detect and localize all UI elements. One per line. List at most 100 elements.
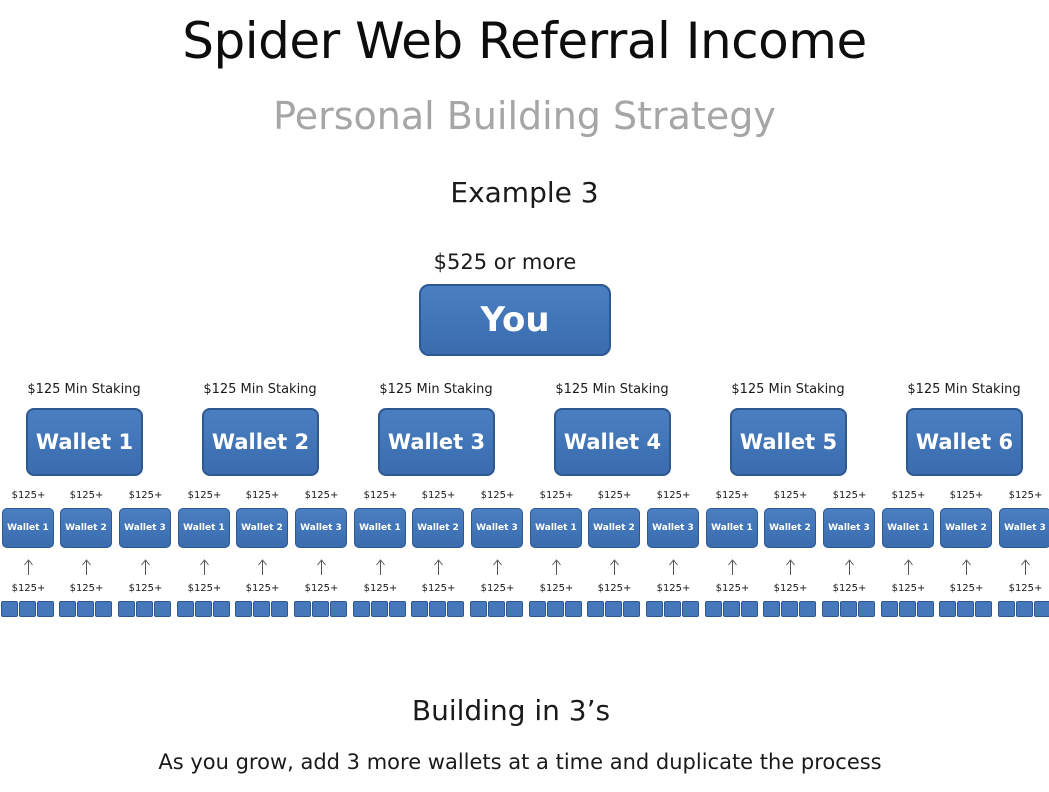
- mini-wallet-row: [705, 601, 759, 617]
- mini-wallet-row: [998, 601, 1049, 617]
- mini-wallet-row: [118, 601, 172, 617]
- up-arrow-icon: [293, 557, 350, 577]
- mini-wallet-box: [59, 601, 76, 617]
- bottom-price: $125+: [715, 583, 750, 594]
- mini-wallet-row: [470, 601, 524, 617]
- sub-wallet-price: $125+: [245, 490, 280, 501]
- sub-wallet-price: $125+: [715, 490, 750, 501]
- bottom-price: $125+: [597, 583, 632, 594]
- sub-wallet-price: $125+: [656, 490, 691, 501]
- min-staking-label: $125 Min Staking: [731, 382, 845, 397]
- mini-wallet-row: [1, 601, 55, 617]
- mini-wallet-box: [939, 601, 956, 617]
- mini-wallet-box: [705, 601, 722, 617]
- sub-wallet-price: $125+: [128, 490, 163, 501]
- mini-wallet-row: [939, 601, 993, 617]
- mini-wallet-box: [822, 601, 839, 617]
- mini-wallet-box: [799, 601, 816, 617]
- mini-wallet-box: [547, 601, 564, 617]
- sub-wallet-box: Wallet 2: [764, 508, 816, 548]
- up-arrow-icon: [58, 557, 115, 577]
- you-amount-label: $525 or more: [433, 250, 577, 274]
- mini-wallet-box: [605, 601, 622, 617]
- up-arrow-icon: [821, 557, 878, 577]
- bottom-price: $125+: [187, 583, 222, 594]
- bottom-price: $125+: [69, 583, 104, 594]
- mini-wallet-box: [723, 601, 740, 617]
- up-arrow-icon: [704, 557, 761, 577]
- mini-wallet-box: [763, 601, 780, 617]
- mini-wallet-box: [371, 601, 388, 617]
- mini-wallet-box: [447, 601, 464, 617]
- up-arrow-icon: [938, 557, 995, 577]
- mini-wallet-box: [177, 601, 194, 617]
- sub-wallet-price: $125+: [832, 490, 867, 501]
- bottom-price: $125+: [1008, 583, 1043, 594]
- bottom-price: $125+: [891, 583, 926, 594]
- sub-wallet-box: Wallet 1: [178, 508, 230, 548]
- min-staking-label: $125 Min Staking: [203, 382, 317, 397]
- mini-wallet-box: [506, 601, 523, 617]
- footer-text: As you grow, add 3 more wallets at a tim…: [158, 750, 882, 774]
- sub-wallet-box: Wallet 3: [999, 508, 1049, 548]
- mini-wallet-row: [529, 601, 583, 617]
- you-box: You: [419, 284, 611, 356]
- mini-wallet-box: [294, 601, 311, 617]
- bottom-price: $125+: [949, 583, 984, 594]
- wallet-box: Wallet 6: [906, 408, 1023, 476]
- mini-wallet-row: [587, 601, 641, 617]
- mini-wallet-box: [19, 601, 36, 617]
- page-title: Spider Web Referral Income: [182, 12, 867, 70]
- mini-wallet-box: [998, 601, 1015, 617]
- mini-wallet-box: [975, 601, 992, 617]
- mini-wallet-box: [330, 601, 347, 617]
- up-arrow-icon: [997, 557, 1049, 577]
- mini-wallet-box: [136, 601, 153, 617]
- mini-wallet-box: [858, 601, 875, 617]
- sub-wallet-box: Wallet 2: [588, 508, 640, 548]
- mini-wallet-box: [389, 601, 406, 617]
- mini-wallet-box: [529, 601, 546, 617]
- mini-wallet-box: [1034, 601, 1049, 617]
- mini-wallet-row: [822, 601, 876, 617]
- sub-wallet-box: Wallet 3: [295, 508, 347, 548]
- mini-wallet-box: [235, 601, 252, 617]
- sub-wallet-box: Wallet 1: [354, 508, 406, 548]
- sub-wallet-box: Wallet 2: [412, 508, 464, 548]
- mini-wallet-box: [470, 601, 487, 617]
- up-arrow-icon: [762, 557, 819, 577]
- mini-wallet-box: [1016, 601, 1033, 617]
- mini-wallet-box: [253, 601, 270, 617]
- footer-title: Building in 3’s: [411, 694, 611, 727]
- sub-wallet-box: Wallet 2: [940, 508, 992, 548]
- bottom-price: $125+: [245, 583, 280, 594]
- bottom-price: $125+: [363, 583, 398, 594]
- mini-wallet-box: [957, 601, 974, 617]
- wallet-box: Wallet 2: [202, 408, 319, 476]
- sub-wallet-box: Wallet 1: [706, 508, 758, 548]
- bottom-price: $125+: [421, 583, 456, 594]
- mini-wallet-box: [623, 601, 640, 617]
- mini-wallet-box: [682, 601, 699, 617]
- mini-wallet-box: [37, 601, 54, 617]
- wallet-box: Wallet 5: [730, 408, 847, 476]
- up-arrow-icon: [586, 557, 643, 577]
- mini-wallet-box: [781, 601, 798, 617]
- example-label: Example 3: [450, 176, 599, 209]
- sub-wallet-price: $125+: [187, 490, 222, 501]
- mini-wallet-box: [77, 601, 94, 617]
- bottom-price: $125+: [128, 583, 163, 594]
- bottom-price: $125+: [304, 583, 339, 594]
- up-arrow-icon: [528, 557, 585, 577]
- sub-wallet-price: $125+: [597, 490, 632, 501]
- mini-wallet-box: [118, 601, 135, 617]
- sub-wallet-price: $125+: [11, 490, 46, 501]
- sub-wallet-price: $125+: [363, 490, 398, 501]
- mini-wallet-box: [565, 601, 582, 617]
- mini-wallet-box: [312, 601, 329, 617]
- mini-wallet-box: [664, 601, 681, 617]
- mini-wallet-row: [881, 601, 935, 617]
- mini-wallet-box: [741, 601, 758, 617]
- bottom-price: $125+: [773, 583, 808, 594]
- mini-wallet-box: [271, 601, 288, 617]
